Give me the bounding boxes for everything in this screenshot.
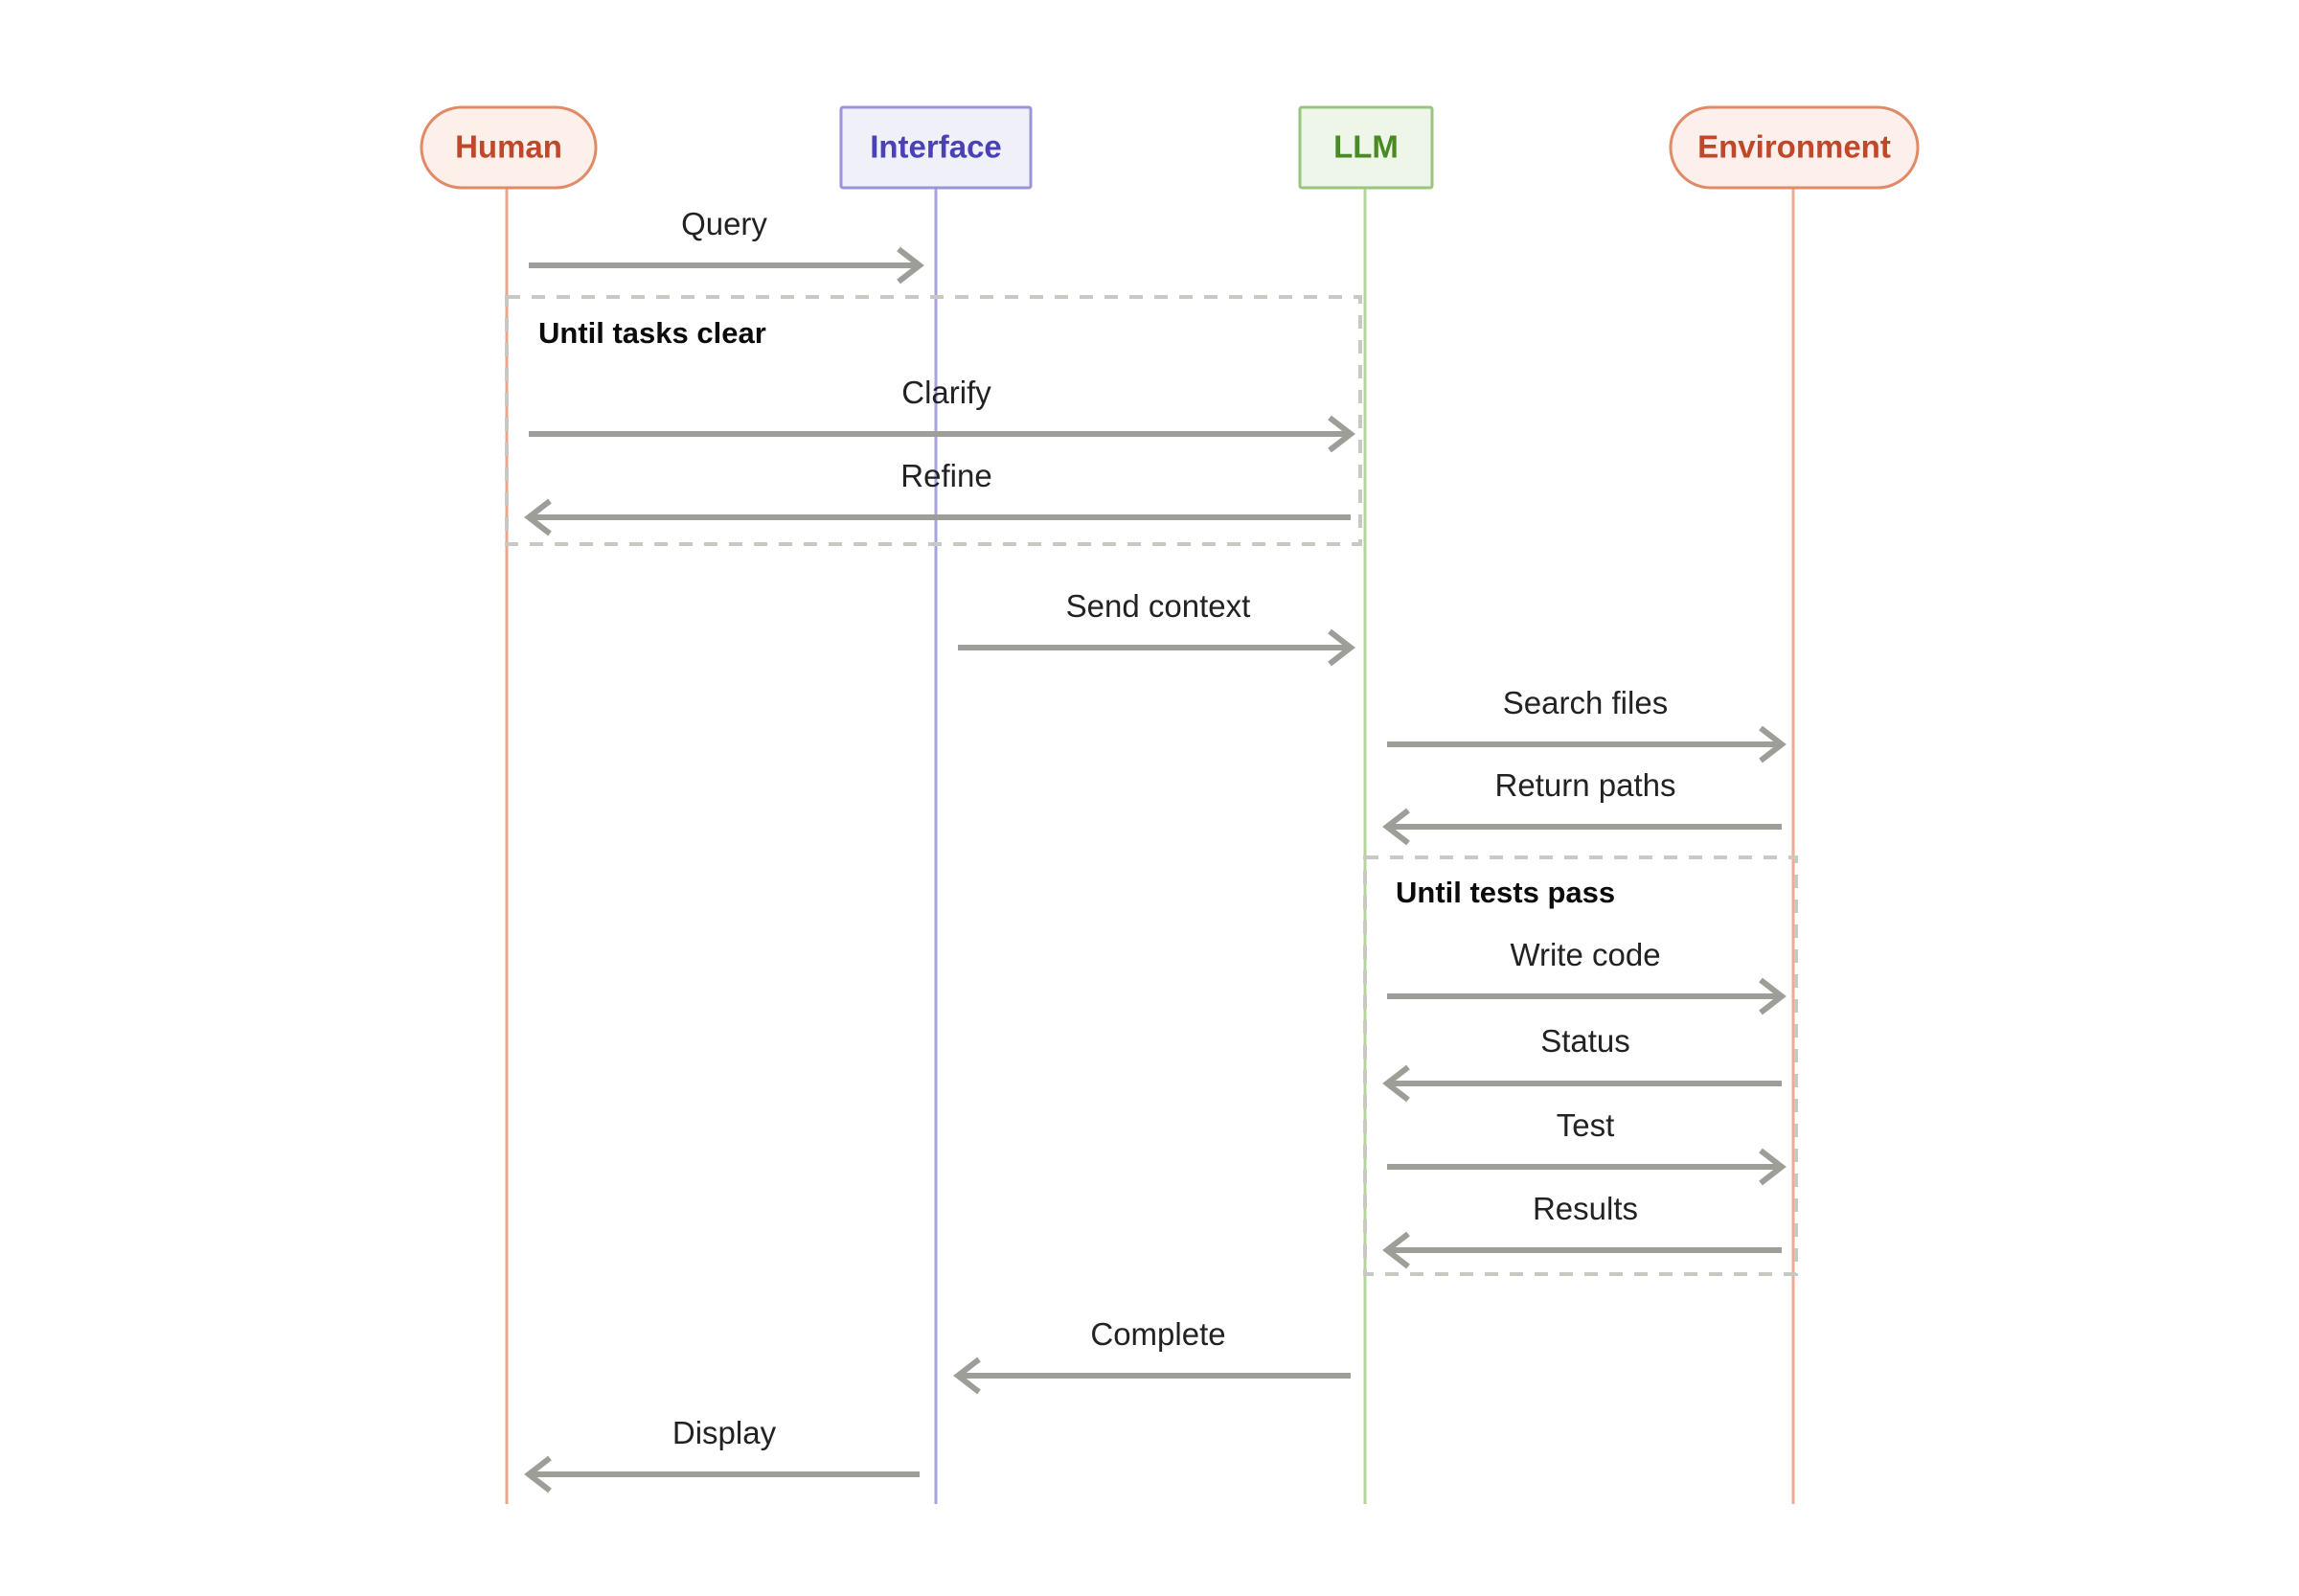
loop-title-until-tests-pass: Until tests pass — [1396, 876, 1615, 909]
message-results: Results — [1382, 1191, 1782, 1269]
participant-box-llm[interactable] — [1298, 105, 1434, 190]
message-label-return-paths: Return paths — [1495, 767, 1676, 803]
message-display: Display — [524, 1415, 920, 1493]
participant-human[interactable]: Human — [420, 105, 598, 190]
message-label-status: Status — [1540, 1023, 1630, 1059]
message-arrowhead-write-code — [1759, 977, 1787, 1015]
participant-interface[interactable]: Interface — [839, 105, 1033, 190]
message-label-results: Results — [1533, 1191, 1638, 1226]
message-refine: Refine — [524, 458, 1351, 536]
message-arrowhead-status — [1382, 1064, 1410, 1103]
message-clarify: Clarify — [529, 375, 1355, 453]
message-arrowhead-display — [524, 1455, 552, 1493]
message-send-context: Send context — [958, 588, 1355, 667]
participant-environment[interactable]: Environment — [1669, 105, 1920, 190]
participant-box-interface[interactable] — [839, 105, 1033, 190]
message-arrowhead-results — [1382, 1231, 1410, 1269]
message-arrowhead-clarify — [1328, 415, 1355, 453]
participant-llm[interactable]: LLM — [1298, 105, 1434, 190]
loop-fragment-until-tests-pass: Until tests pass — [1363, 855, 1798, 1276]
message-query: Query — [529, 206, 924, 285]
participant-label-environment: Environment — [1697, 129, 1891, 165]
participant-label-interface: Interface — [870, 129, 1002, 165]
message-label-query: Query — [681, 206, 767, 241]
message-status: Status — [1382, 1023, 1782, 1103]
message-label-write-code: Write code — [1510, 937, 1660, 972]
message-search-files: Search files — [1387, 685, 1787, 764]
message-label-display: Display — [672, 1415, 777, 1450]
message-return-paths: Return paths — [1382, 767, 1782, 846]
message-arrowhead-search-files — [1759, 725, 1787, 764]
message-write-code: Write code — [1387, 937, 1787, 1015]
message-label-search-files: Search files — [1503, 685, 1668, 720]
lifelines-layer — [505, 188, 1795, 1504]
message-label-test: Test — [1557, 1107, 1615, 1143]
message-label-send-context: Send context — [1066, 588, 1251, 624]
message-arrowhead-send-context — [1328, 628, 1355, 667]
message-arrowhead-refine — [524, 498, 552, 536]
message-arrowhead-query — [897, 246, 924, 285]
message-arrowhead-return-paths — [1382, 808, 1410, 846]
participant-label-llm: LLM — [1333, 129, 1399, 165]
participant-box-environment[interactable] — [1669, 105, 1920, 190]
loop-fragment-until-tasks-clear: Until tasks clear — [505, 295, 1362, 546]
loop-title-until-tasks-clear: Until tasks clear — [538, 316, 766, 350]
message-label-clarify: Clarify — [901, 375, 991, 410]
loop-box-until-tasks-clear — [505, 295, 1362, 546]
participant-label-human: Human — [455, 129, 562, 165]
message-arrowhead-test — [1759, 1148, 1787, 1186]
message-arrowhead-complete — [953, 1357, 981, 1395]
message-label-refine: Refine — [900, 458, 991, 493]
message-test: Test — [1387, 1107, 1787, 1186]
participant-box-human[interactable] — [420, 105, 598, 190]
message-complete: Complete — [953, 1316, 1351, 1395]
participants-layer: Human Interface LLM Environment — [420, 105, 1920, 190]
message-label-complete: Complete — [1090, 1316, 1225, 1352]
